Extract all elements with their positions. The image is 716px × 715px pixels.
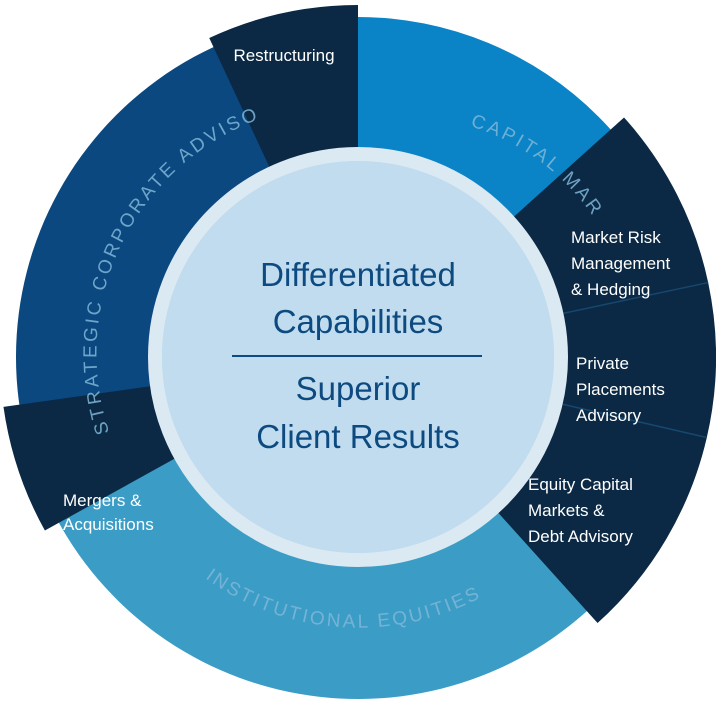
- center-subtitle-line1: Superior: [296, 370, 421, 407]
- label-private-placements: Private Placements Advisory: [576, 354, 670, 425]
- center-title-line2: Capabilities: [273, 303, 444, 340]
- label-mergers: Mergers & Acquisitions: [63, 491, 154, 534]
- label-market-risk: Market Risk Management & Hedging: [571, 228, 675, 299]
- center-title-line1: Differentiated: [260, 256, 456, 293]
- center-subtitle-line2: Client Results: [256, 418, 460, 455]
- label-restructuring: Restructuring: [233, 46, 334, 65]
- label-equity-capital: Equity Capital Markets & Debt Advisory: [528, 475, 638, 546]
